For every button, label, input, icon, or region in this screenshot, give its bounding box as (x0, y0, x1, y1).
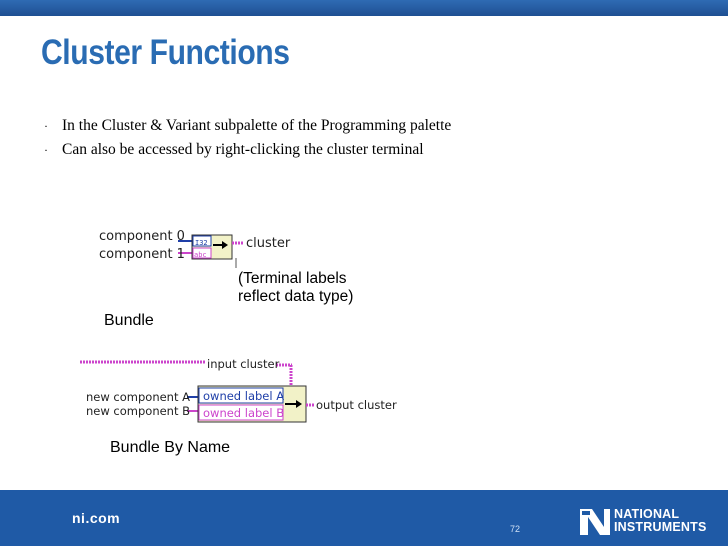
bundle-by-name-caption: Bundle By Name (110, 439, 231, 456)
bundle-by-name-node-icon (80, 360, 315, 423)
new-component-b-label: new component B (86, 404, 191, 418)
owned-label-b: owned label B (203, 406, 285, 420)
footer-url: ni.com (72, 510, 121, 526)
bullet-text: In the Cluster & Variant subpalette of t… (62, 117, 452, 134)
logo-text-line2: INSTRUMENTS (614, 520, 707, 534)
bullet-list: · In the Cluster & Variant subpalette of … (44, 117, 451, 165)
cluster-output-label: cluster (246, 236, 291, 251)
ni-logo: NATIONAL INSTRUMENTS (578, 505, 718, 539)
bullet-text: Can also be accessed by right-clicking t… (62, 141, 424, 158)
new-component-a-label: new component A (86, 390, 191, 404)
logo-text-line1: NATIONAL (614, 507, 680, 521)
bullet-dot-icon: · (44, 119, 48, 133)
output-cluster-label: output cluster (316, 398, 397, 412)
bullet-item: · Can also be accessed by right-clicking … (44, 141, 451, 165)
page-number: 72 (510, 524, 521, 534)
block-diagram-illustrations: I32 abc (80, 234, 315, 423)
bundle-caption: Bundle (104, 312, 154, 329)
bundle-node-icon: I32 abc (178, 234, 244, 268)
type-num-label: I32 (195, 239, 208, 247)
owned-label-a: owned label A (203, 389, 285, 403)
input-cluster-label: input cluster (207, 357, 280, 371)
component-0-label: component 0 (99, 229, 185, 244)
type-str-label: abc (194, 251, 207, 259)
slide-title: Cluster Functions (41, 33, 290, 72)
terminal-note: (Terminal labels reflect data type) (238, 270, 353, 306)
bullet-dot-icon: · (44, 143, 48, 157)
top-header-bar (0, 0, 728, 16)
bullet-item: · In the Cluster & Variant subpalette of … (44, 117, 451, 141)
component-1-label: component 1 (99, 247, 185, 262)
terminal-note-line2: reflect data type) (238, 288, 354, 305)
terminal-note-line1: (Terminal labels (238, 270, 347, 287)
ni-eagle-logo-icon (580, 509, 610, 535)
